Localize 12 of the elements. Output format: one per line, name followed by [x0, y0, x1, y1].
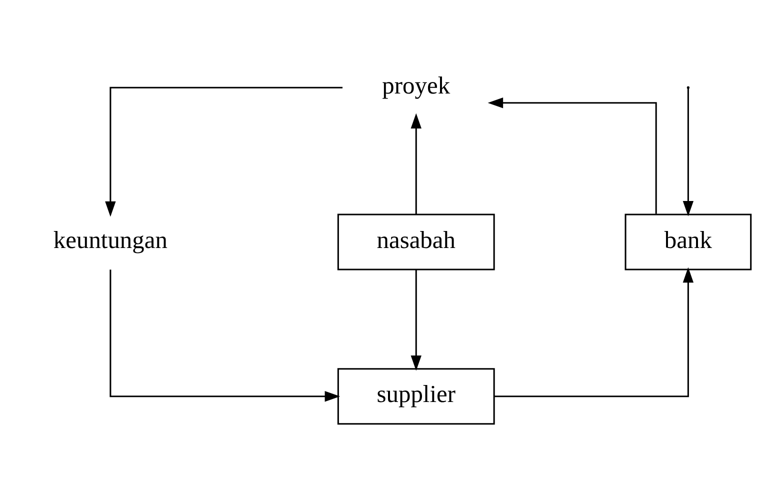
node-box: supplier — [337, 368, 495, 425]
arrow — [410, 270, 422, 371]
node-box: bank — [624, 214, 752, 270]
arrow — [110, 270, 340, 402]
arrow — [682, 88, 694, 216]
arrow — [494, 267, 694, 398]
node-box: nasabah — [337, 214, 495, 270]
arrow — [410, 113, 422, 214]
node-text: proyek — [382, 72, 450, 100]
arrow — [105, 86, 343, 217]
arrow — [488, 98, 657, 214]
node-text: keuntungan — [53, 226, 168, 254]
